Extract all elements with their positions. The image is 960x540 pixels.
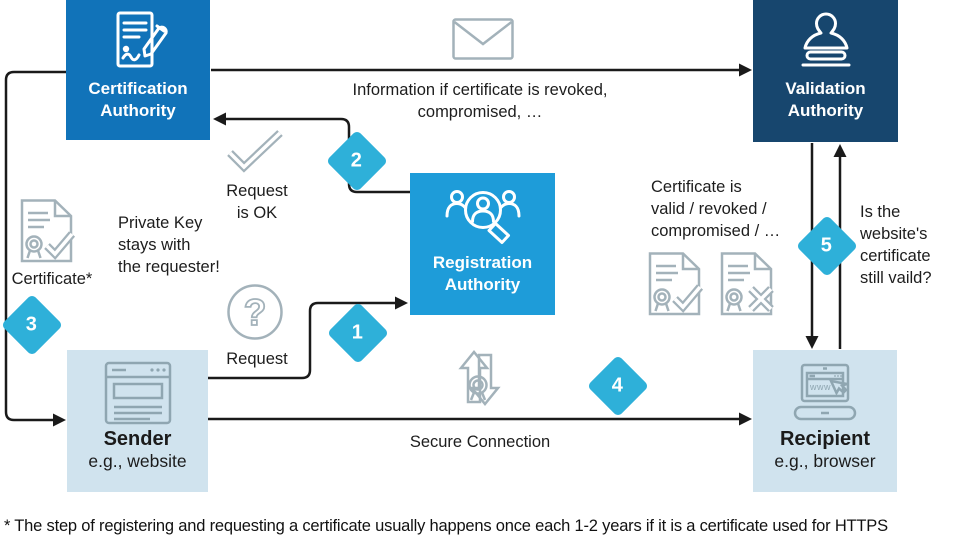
- request-ok-line2: is OK: [236, 204, 278, 222]
- step-3-number: 3: [26, 313, 38, 336]
- sender-title: Sender: [103, 428, 172, 450]
- request-label: Request: [226, 350, 288, 368]
- certificate-cross-icon: [720, 252, 774, 316]
- info-annotation: Information if certificate is revoked, c…: [300, 79, 660, 123]
- request-ok-line1: Request: [226, 182, 288, 200]
- validation-authority-box: Validation Authority: [753, 0, 898, 142]
- website-question-line4: still vaild?: [860, 269, 932, 287]
- website-question-line3: certificate: [860, 247, 931, 265]
- info-line1: Information if certificate is revoked,: [352, 81, 608, 99]
- private-key-line3: the requester!: [118, 258, 220, 276]
- cert-status-note: Certificate is valid / revoked / comprom…: [651, 176, 780, 242]
- document-signature-pen-icon: [116, 11, 168, 68]
- certificate-label: Certificate*: [11, 270, 93, 288]
- cert-status-line2: valid / revoked /: [651, 200, 767, 218]
- private-key-line1: Private Key: [118, 214, 203, 232]
- question-mark-circle-icon: ?: [227, 284, 283, 340]
- step-5-number: 5: [821, 234, 833, 257]
- people-magnifier-icon: [445, 190, 520, 244]
- registration-authority-box: Registration Authority: [410, 173, 555, 315]
- envelope-icon: [452, 18, 514, 60]
- website-question-note: Is the website's certificate still vaild…: [860, 201, 932, 289]
- step-2-number: 2: [351, 149, 363, 172]
- private-key-note: Private Key stays with the requester!: [118, 212, 220, 278]
- browser-window-icon: [104, 361, 171, 425]
- laptop-www-cursor-icon: www: [793, 363, 857, 421]
- va-label-line1: Validation: [785, 79, 866, 98]
- checkmark-icon: [227, 130, 283, 173]
- ca-label-line2: Authority: [100, 101, 176, 120]
- cert-status-line3: compromised / …: [651, 222, 781, 240]
- certificate-check-icon: [20, 199, 76, 263]
- up-down-arrows-seal-icon: [458, 350, 501, 406]
- certificate-check-icon: [648, 252, 704, 316]
- website-question-line2: website's: [860, 225, 928, 243]
- step-1-number: 1: [352, 321, 364, 344]
- secure-connection-label: Secure Connection: [409, 433, 551, 451]
- footnote: * The step of registering and requesting…: [4, 517, 888, 535]
- svg-text:?: ?: [244, 292, 267, 333]
- recipient-subtitle: e.g., browser: [774, 451, 876, 471]
- recipient-box: www Recipient e.g., browser: [753, 350, 897, 492]
- certification-authority-box: Certification Authority: [66, 0, 210, 140]
- sender-subtitle: e.g., website: [88, 451, 187, 471]
- info-line2: compromised, …: [417, 103, 543, 121]
- ra-label-line1: Registration: [432, 253, 533, 272]
- sender-box: Sender e.g., website: [67, 350, 208, 492]
- step-4-number: 4: [612, 374, 624, 397]
- ra-label-line2: Authority: [444, 275, 521, 294]
- recipient-title: Recipient: [779, 428, 871, 450]
- va-label-line2: Authority: [787, 101, 864, 120]
- ca-label-line1: Certification: [88, 79, 188, 98]
- svg-text:www: www: [809, 382, 831, 392]
- private-key-line2: stays with: [118, 236, 191, 254]
- cert-status-line1: Certificate is: [651, 178, 742, 196]
- rubber-stamp-icon: [801, 12, 850, 67]
- website-question-line1: Is the: [860, 203, 901, 221]
- request-ok-label: Request is OK: [207, 180, 307, 224]
